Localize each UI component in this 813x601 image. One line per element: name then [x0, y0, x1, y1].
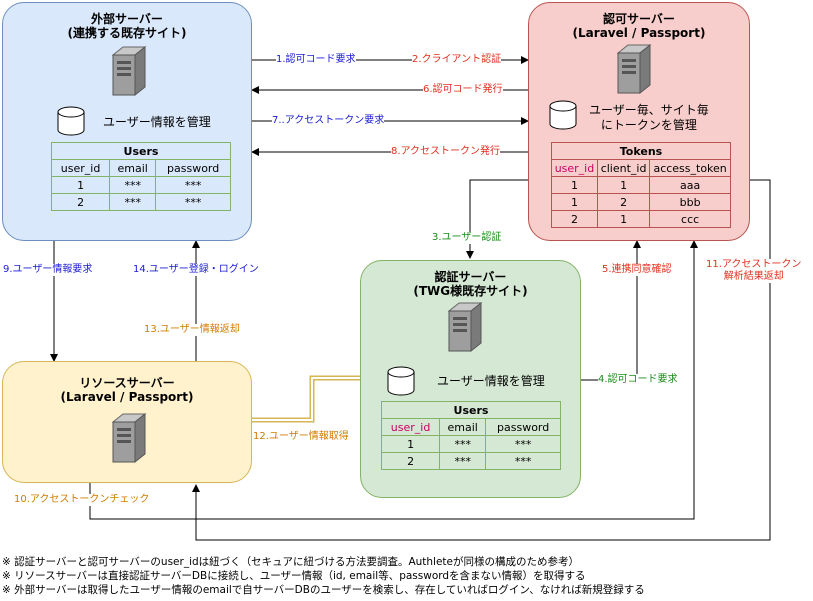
server-icon — [111, 412, 147, 464]
edge-4-5 — [581, 240, 641, 381]
server-icon — [616, 43, 652, 95]
external-db-text: ユーザー情報を管理 — [103, 115, 211, 129]
edge-label-3: 3.ユーザー認証 — [432, 232, 502, 244]
table-header: email — [439, 418, 487, 436]
edge-label-5: 5.連携同意確認 — [602, 264, 672, 276]
server-icon — [447, 301, 483, 353]
server-icon — [111, 45, 147, 97]
table-row: 1 *** *** — [380, 435, 561, 453]
database-icon — [57, 106, 85, 136]
edge-3 — [466, 179, 528, 259]
resource-server-box: リソースサーバー (Laravel / Passport) — [2, 361, 252, 483]
edge-label-8: 8.アクセストークン発行 — [391, 146, 501, 158]
table-row: 2 *** *** — [380, 452, 561, 470]
footnote: ※ リソースサーバーは直接認証サーバーDBに接続し、ユーザー情報（id, ema… — [2, 570, 586, 582]
table-header: user_id — [50, 159, 111, 177]
authn-db-text: ユーザー情報を管理 — [437, 374, 545, 388]
auth-tokens-table: Tokens user_id client_id access_token 1 … — [551, 142, 731, 228]
table-header: user_id — [551, 159, 598, 177]
table-row: 2 1 ccc — [551, 210, 731, 228]
table-row: 1 *** *** — [50, 176, 231, 194]
edge-label-12: 12.ユーザー情報取得 — [253, 431, 349, 443]
edge-label-1: 1.認可コード要求 — [276, 54, 356, 66]
table-header: user_id — [380, 418, 441, 436]
edge-11 — [192, 179, 771, 541]
edge-label-14: 14.ユーザー登録・ログイン — [133, 264, 259, 276]
database-icon — [387, 366, 415, 396]
table-header: password — [485, 418, 561, 436]
authn-server-title: 認証サーバー (TWG様既存サイト) — [413, 270, 528, 298]
database-icon — [549, 100, 577, 130]
table-caption: Users — [381, 401, 561, 419]
resource-server-title: リソースサーバー (Laravel / Passport) — [60, 376, 194, 404]
auth-server-box: 認可サーバー (Laravel / Passport) ユーザー毎、サイト毎 に… — [528, 2, 750, 241]
footnote: ※ 外部サーバーは取得したユーザー情報のemailで自サーバーDBのユーザーを検… — [2, 584, 645, 596]
table-header: access_token — [649, 159, 731, 177]
edge-label-4: 4.認可コード要求 — [598, 374, 678, 386]
table-header: email — [109, 159, 157, 177]
edge-label-9: 9.ユーザー情報要求 — [3, 264, 93, 276]
table-row: 1 2 bbb — [551, 193, 731, 211]
edge-label-13: 13.ユーザー情報返却 — [144, 324, 240, 336]
external-server-title: 外部サーバー (連携する既存サイト) — [67, 12, 187, 40]
table-row: 1 1 aaa — [551, 176, 731, 194]
table-caption: Tokens — [551, 142, 731, 160]
table-header: client_id — [596, 159, 651, 177]
edge-label-2: 2.クライアント認証 — [412, 54, 502, 66]
authn-users-table: Users user_id email password 1 *** *** 2… — [380, 401, 561, 470]
authn-server-box: 認証サーバー (TWG様既存サイト) ユーザー情報を管理 Users user_… — [360, 260, 581, 498]
edge-label-10: 10.アクセストークンチェック — [14, 494, 150, 506]
table-row: 2 *** *** — [50, 193, 231, 211]
external-server-box: 外部サーバー (連携する既存サイト) ユーザー情報を管理 Users user_… — [2, 2, 252, 241]
edge-label-11: 11.アクセストークン 解析結果返却 — [706, 259, 802, 283]
external-users-table: Users user_id email password 1 *** *** 2… — [50, 142, 231, 211]
edge-label-6: 6.認可コード発行 — [423, 84, 503, 96]
table-caption: Users — [51, 142, 231, 160]
auth-db-text: ユーザー毎、サイト毎 にトークンを管理 — [589, 103, 709, 132]
auth-server-title: 認可サーバー (Laravel / Passport) — [572, 12, 706, 40]
table-header: password — [155, 159, 231, 177]
edge-label-7: 7..アクセストークン要求 — [272, 115, 385, 127]
footnote: ※ 認証サーバーと認可サーバーのuser_idは紐づく（セキュアに紐づける方法要… — [2, 556, 580, 568]
